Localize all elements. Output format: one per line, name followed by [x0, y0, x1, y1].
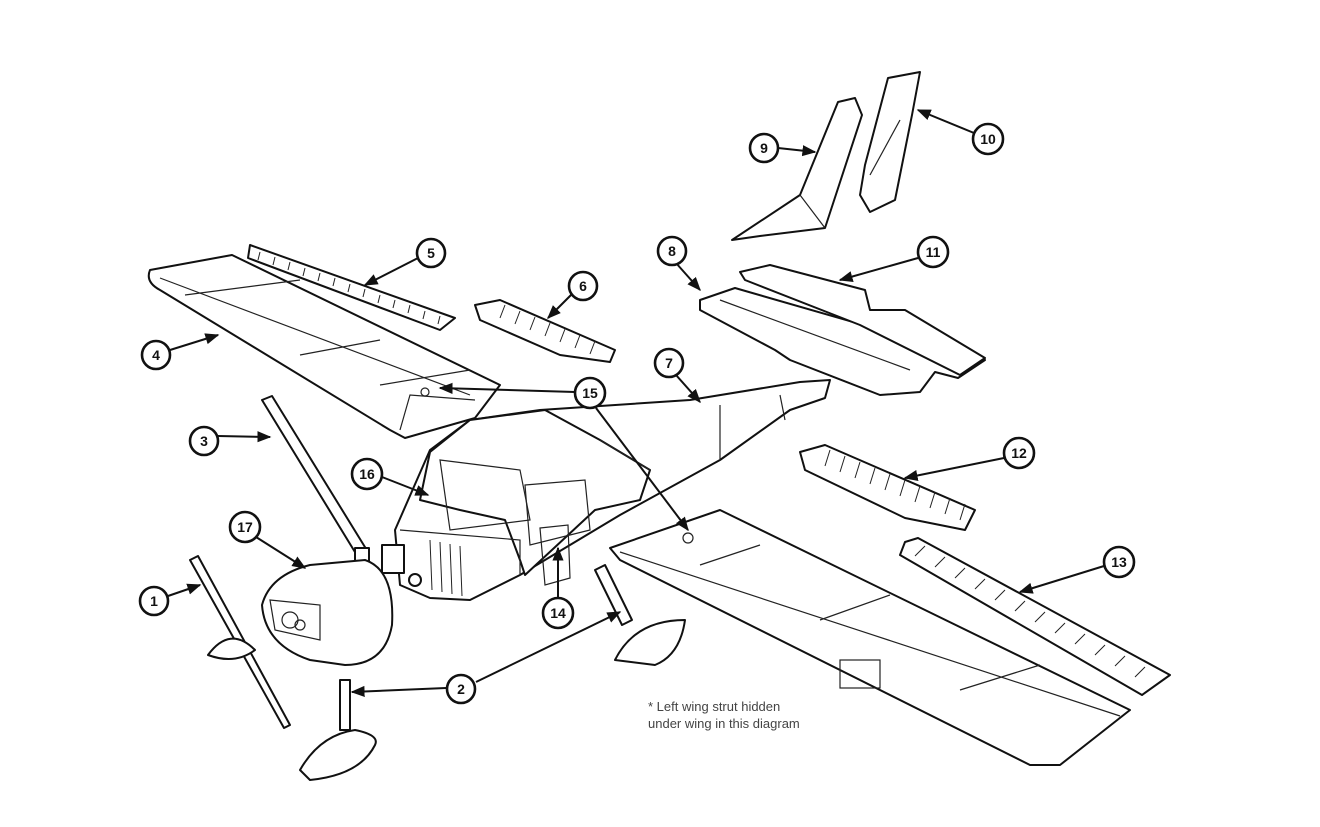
left-flap [474, 299, 616, 363]
fuselage [381, 379, 831, 601]
leader-lines [167, 109, 1105, 698]
svg-text:6: 6 [579, 278, 587, 294]
callout-13: 13 [1102, 545, 1136, 579]
svg-text:12: 12 [1011, 445, 1027, 461]
propeller [189, 555, 291, 729]
svg-text:9: 9 [760, 140, 768, 156]
cabin-door [539, 524, 571, 586]
callout-17: 17 [228, 510, 262, 544]
svg-text:16: 16 [359, 466, 375, 482]
main-landing-gear [594, 564, 686, 666]
svg-text:4: 4 [152, 347, 160, 363]
svg-text:7: 7 [665, 355, 673, 371]
diagram-footnote: * Left wing strut hidden under wing in t… [648, 698, 800, 732]
callout-16: 16 [350, 457, 384, 491]
nose-landing-gear [299, 679, 377, 781]
callout-7: 7 [653, 347, 685, 379]
right-flap [799, 444, 976, 531]
callout-12: 12 [1002, 436, 1036, 470]
callout-10: 10 [971, 122, 1005, 156]
callout-14: 14 [541, 596, 575, 630]
callout-9: 9 [748, 132, 780, 164]
callout-3: 3 [188, 425, 220, 457]
callout-1: 1 [138, 585, 170, 617]
right-wing [609, 509, 1131, 766]
footnote-line-1: * Left wing strut hidden [648, 699, 781, 714]
svg-text:1: 1 [150, 593, 158, 609]
svg-text:17: 17 [237, 519, 253, 535]
callout-8: 8 [656, 235, 688, 267]
svg-text:13: 13 [1111, 554, 1127, 570]
callout-2: 2 [445, 673, 477, 705]
svg-text:2: 2 [457, 681, 465, 697]
svg-text:15: 15 [582, 385, 598, 401]
callout-6: 6 [567, 270, 599, 302]
callout-11: 11 [916, 235, 950, 269]
right-aileron [899, 537, 1171, 696]
callout-15: 15 [573, 376, 607, 410]
left-aileron [247, 244, 456, 331]
vertical-fin [731, 97, 863, 241]
svg-text:3: 3 [200, 433, 208, 449]
left-wing [147, 254, 501, 439]
callout-4: 4 [140, 339, 172, 371]
elevator [739, 264, 986, 376]
svg-text:11: 11 [926, 244, 941, 260]
svg-text:8: 8 [668, 243, 676, 259]
footnote-line-2: under wing in this diagram [648, 716, 800, 731]
svg-text:14: 14 [550, 605, 566, 621]
svg-text:5: 5 [427, 245, 435, 261]
callout-5: 5 [415, 237, 447, 269]
svg-text:10: 10 [980, 131, 996, 147]
engine-cowling [261, 559, 394, 666]
rudder [859, 71, 921, 213]
